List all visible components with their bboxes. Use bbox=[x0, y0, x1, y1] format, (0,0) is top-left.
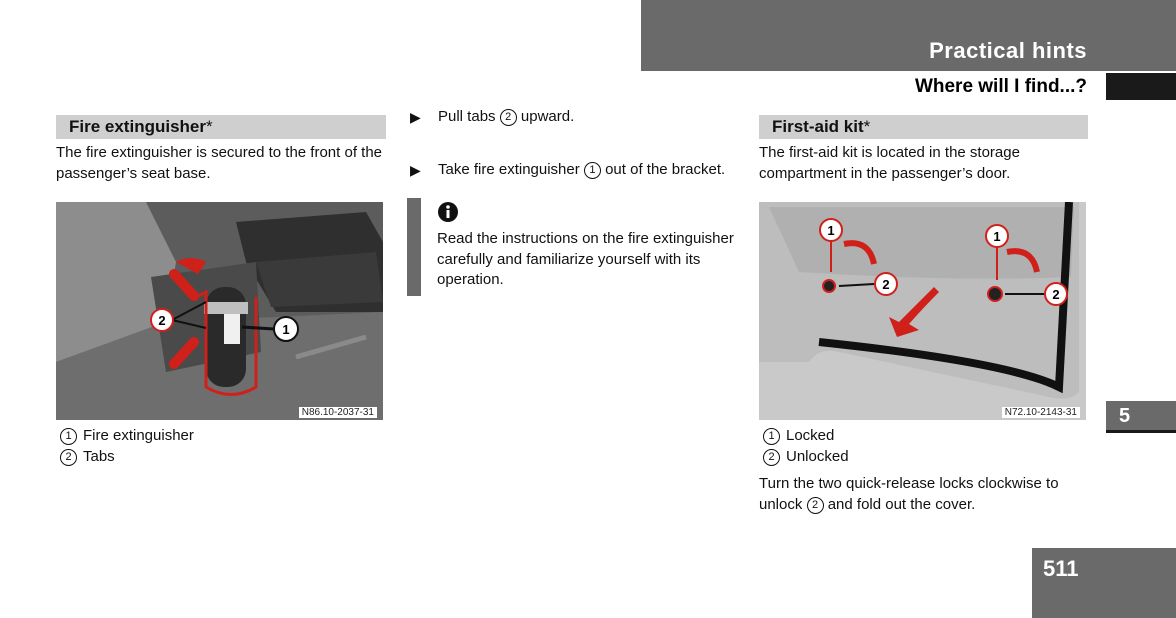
callout-number: 1 bbox=[60, 428, 77, 445]
callout-number: 2 bbox=[60, 448, 77, 466]
section-title: Practical hints bbox=[929, 38, 1087, 63]
svg-text:2: 2 bbox=[158, 313, 165, 328]
legend-item: 2 Tabs bbox=[60, 447, 380, 468]
first-aid-kit-photo: 1 1 2 2 N72.10-2143-31 bbox=[759, 202, 1086, 420]
callout-number: 2 bbox=[806, 496, 824, 514]
step-text: Take fire extinguisher bbox=[438, 161, 580, 178]
fire-extinguisher-description: The fire extinguisher is secured to the … bbox=[56, 144, 383, 182]
step-take-extinguisher: ▶ Take fire extinguisher 1 out of the br… bbox=[410, 159, 738, 181]
page-number: 511 bbox=[1032, 548, 1176, 618]
fire-extinguisher-legend: 1 Fire extinguisher 2 Tabs bbox=[60, 426, 380, 467]
svg-text:2: 2 bbox=[882, 277, 889, 292]
legend-item: 2 Unlocked bbox=[763, 447, 1083, 468]
first-aid-kit-heading: First-aid kit* bbox=[759, 115, 1088, 139]
step-pull-tabs: ▶ Pull tabs 2 upward. bbox=[410, 106, 758, 128]
optional-asterisk: * bbox=[205, 117, 213, 136]
step-text: Pull tabs bbox=[438, 108, 496, 125]
svg-text:1: 1 bbox=[993, 229, 1000, 244]
header-banner bbox=[641, 0, 1176, 71]
bullet-arrow-icon: ▶ bbox=[410, 162, 421, 178]
legend-item: 1 Fire extinguisher bbox=[60, 426, 380, 447]
subsection-marker bbox=[1106, 73, 1176, 100]
instruction-text: and fold out the cover. bbox=[827, 495, 976, 513]
legend-label: Locked bbox=[786, 427, 835, 444]
step-text: upward. bbox=[520, 108, 575, 125]
first-aid-kit-instructions: Turn the two quick-release locks clockwi… bbox=[759, 474, 1089, 515]
callout-number: 2 bbox=[763, 448, 780, 466]
image-reference-code: N72.10-2143-31 bbox=[1001, 407, 1080, 418]
callout-number: 2 bbox=[499, 109, 517, 126]
bullet-arrow-icon: ▶ bbox=[410, 109, 421, 125]
optional-asterisk: * bbox=[863, 117, 871, 136]
step-text: out of the bracket. bbox=[605, 161, 726, 178]
svg-text:1: 1 bbox=[827, 223, 834, 238]
subsection-title: Where will I find...? bbox=[914, 76, 1087, 97]
legend-label: Fire extinguisher bbox=[83, 427, 194, 444]
instruction-text: Turn the two quick-release locks clockwi… bbox=[759, 475, 1059, 513]
legend-label: Tabs bbox=[83, 447, 115, 465]
info-icon bbox=[437, 201, 459, 228]
image-reference-code: N86.10-2037-31 bbox=[298, 407, 377, 418]
callout-number: 1 bbox=[763, 428, 780, 445]
fire-extinguisher-photo: 1 2 N86.10-2037-31 bbox=[56, 202, 383, 420]
callout-number: 1 bbox=[583, 162, 601, 179]
svg-text:1: 1 bbox=[282, 322, 289, 337]
fire-extinguisher-heading-text: Fire extinguisher bbox=[69, 117, 206, 136]
fire-extinguisher-heading: Fire extinguisher* bbox=[56, 115, 386, 139]
first-aid-kit-illustration: 1 1 2 2 bbox=[759, 202, 1086, 420]
fire-extinguisher-illustration: 1 2 bbox=[56, 202, 383, 420]
first-aid-kit-heading-text: First-aid kit bbox=[772, 117, 864, 136]
first-aid-kit-legend: 1 Locked 2 Unlocked bbox=[763, 426, 1083, 467]
info-note: Read the instructions on the fire exting… bbox=[437, 230, 734, 288]
first-aid-kit-description: The first-aid kit is located in the stor… bbox=[759, 144, 1020, 182]
legend-item: 1 Locked bbox=[763, 426, 1083, 447]
info-sidebar bbox=[407, 198, 421, 296]
legend-label: Unlocked bbox=[786, 447, 849, 465]
svg-text:2: 2 bbox=[1052, 287, 1059, 302]
chapter-tab: 5 bbox=[1106, 401, 1176, 433]
